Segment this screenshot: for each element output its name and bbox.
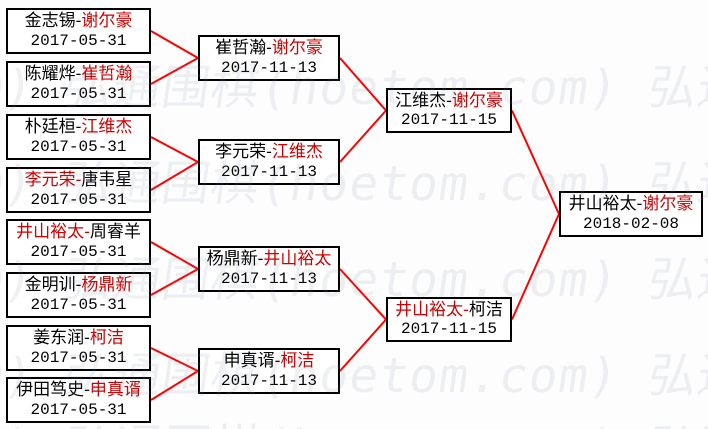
player-name-2: 谢尔豪: [81, 11, 133, 32]
match-date: 2017-11-13: [220, 162, 317, 181]
player-name-2: 杨鼎新: [81, 275, 133, 296]
player-name-1: 井山裕太: [395, 299, 464, 320]
match-players: 姜东润-柯洁: [33, 328, 124, 349]
player-name-1: 李元荣: [215, 142, 267, 163]
match-players: 杨鼎新-井山裕太: [206, 249, 332, 270]
match-date: 2017-11-13: [220, 269, 317, 288]
vs-dash: -: [75, 117, 82, 138]
player-name-1: 杨鼎新: [206, 249, 258, 270]
player-name-2: 崔哲瀚: [81, 64, 133, 85]
vs-dash: -: [274, 351, 281, 372]
vs-dash: -: [75, 64, 82, 85]
player-name-2: 申真谞: [89, 380, 141, 401]
player-name-1: 申真谞: [223, 351, 275, 372]
player-name-1: 江维杰: [395, 90, 447, 111]
player-name-1: 伊田笃史: [16, 380, 85, 401]
vs-dash: -: [84, 328, 90, 349]
match-date: 2017-05-31: [30, 190, 127, 209]
match-players: 申真谞-柯洁: [223, 351, 315, 372]
match-players: 金志锡-谢尔豪: [24, 11, 133, 32]
match-players: 李元荣-江维杰: [215, 142, 323, 163]
match-players: 朴廷桓-江维杰: [24, 117, 133, 138]
vs-dash: -: [75, 275, 82, 296]
match-date: 2017-05-31: [30, 400, 127, 419]
player-name-2: 唐韦星: [81, 170, 133, 191]
player-name-1: 李元荣: [24, 170, 76, 191]
player-name-2: 谢尔豪: [271, 38, 323, 59]
match-players: 井山裕太-柯洁: [395, 299, 503, 321]
player-name-2: 柯洁: [468, 299, 503, 320]
player-name-2: 柯洁: [280, 351, 315, 372]
player-name-2: 井山裕太: [263, 249, 332, 270]
match-players: 崔哲瀚-谢尔豪: [215, 38, 323, 59]
match-date: 2018-02-08: [582, 214, 679, 233]
match-date: 2017-11-13: [220, 371, 317, 390]
match-players: 金明训-杨鼎新: [24, 275, 133, 296]
vs-dash: -: [446, 90, 452, 111]
vs-dash: -: [75, 11, 82, 32]
player-name-2: 柯洁: [89, 328, 124, 349]
match-date: 2017-05-31: [30, 84, 127, 103]
player-name-1: 姜东润: [33, 328, 85, 349]
match-date: 2017-11-13: [220, 58, 317, 77]
player-name-1: 金志锡: [24, 11, 76, 32]
player-name-2: 江维杰: [271, 142, 323, 163]
player-name-2: 谢尔豪: [642, 194, 694, 215]
match-date: 2017-05-31: [30, 137, 127, 156]
match-date: 2017-11-15: [400, 111, 497, 130]
match-players: 井山裕太-谢尔豪: [568, 194, 694, 215]
vs-dash: -: [257, 249, 264, 270]
vs-dash: -: [636, 194, 643, 215]
player-name-2: 周睿羊: [89, 222, 141, 243]
player-name-2: 谢尔豪: [451, 90, 503, 111]
player-name-1: 井山裕太: [568, 194, 637, 215]
vs-dash: -: [266, 142, 272, 163]
player-name-2: 江维杰: [81, 117, 133, 138]
player-name-1: 陈耀烨: [24, 64, 76, 85]
match-date: 2017-05-31: [30, 31, 127, 50]
player-name-1: 崔哲瀚: [215, 38, 267, 59]
match-date: 2017-05-31: [30, 295, 127, 314]
vs-dash: -: [84, 222, 90, 243]
match-players: 江维杰-谢尔豪: [395, 90, 503, 112]
match-players: 伊田笃史-申真谞: [16, 380, 141, 401]
vs-dash: -: [463, 299, 469, 320]
match-date: 2017-11-15: [400, 320, 497, 339]
player-name-1: 井山裕太: [16, 222, 85, 243]
player-name-1: 金明训: [24, 275, 76, 296]
match-date: 2017-05-31: [30, 348, 127, 367]
vs-dash: -: [266, 38, 272, 59]
vs-dash: -: [84, 380, 90, 401]
match-players: 陈耀烨-崔哲瀚: [24, 64, 133, 85]
match-players: 井山裕太-周睿羊: [16, 222, 141, 243]
match-players: 李元荣-唐韦星: [24, 170, 133, 191]
vs-dash: -: [75, 170, 82, 191]
player-name-1: 朴廷桓: [24, 117, 76, 138]
match-date: 2017-05-31: [30, 242, 127, 261]
